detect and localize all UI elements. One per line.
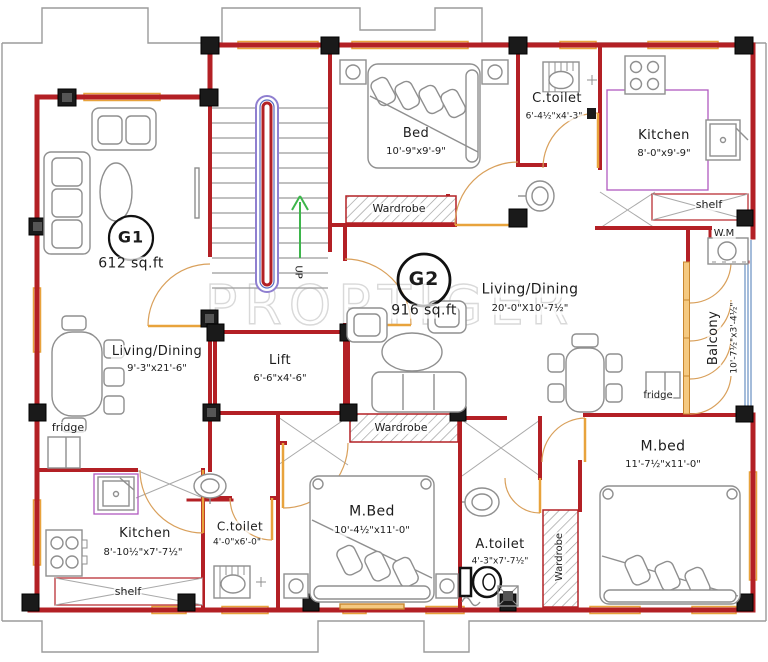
balcony-glazing — [744, 240, 752, 415]
mbed-mid-furniture — [283, 475, 459, 610]
room-dim-ctoilet-bottom: 4'-0"x6'-0" — [212, 537, 262, 548]
setback-outline — [1, 7, 767, 653]
room-dim-kitchen-bottom: 8'-10½"x7'-7½" — [102, 546, 184, 559]
room-label-ctoilet-bottom: C.toilet — [215, 519, 265, 534]
counter-outline — [93, 473, 139, 515]
unit-area-g1: 612 sq.ft — [97, 255, 165, 272]
room-dim-living-g2: 20'-0"X10'-7½" — [490, 302, 570, 315]
label-wardrobe-top: Wardrobe — [371, 202, 427, 216]
room-label-balcony: Balcony — [706, 309, 722, 367]
g2-living-furniture — [346, 300, 681, 413]
unit-area-g2: 916 sq.ft — [390, 302, 458, 319]
toilet-icon — [542, 61, 580, 93]
room-label-kitchen-bottom: Kitchen — [118, 526, 172, 542]
toilet-icon — [213, 565, 251, 599]
label-fridge-right: fridge — [642, 389, 674, 402]
dining-table-icon — [547, 333, 623, 413]
room-label-living-g2: Living/Dining — [480, 281, 580, 298]
label-shelf-bottom: shelf — [113, 585, 143, 599]
kitchen-bottom-fixtures — [45, 473, 139, 577]
sofa-three-seat-icon — [371, 371, 467, 413]
room-label-kitchen-top: Kitchen — [637, 128, 691, 144]
toilet-icon — [458, 565, 503, 599]
balcony-door-panels — [683, 261, 690, 415]
double-bed-icon — [599, 485, 741, 605]
squiggle — [461, 596, 481, 607]
washbasin-icon — [462, 487, 500, 517]
room-label-living-g1: Living/Dining — [110, 344, 204, 360]
sofa-three-seat-icon — [43, 151, 91, 255]
room-dim-balcony: 10'-7½"x3'-4½" — [729, 301, 740, 375]
kitchen-top-fixtures — [606, 55, 749, 191]
double-bed-icon — [309, 475, 435, 603]
washbasin-icon — [193, 473, 227, 504]
cross-box — [497, 585, 519, 607]
side-table-icon — [435, 573, 459, 599]
cross-markings — [135, 191, 656, 499]
door-hinge-block — [587, 108, 596, 119]
unit-label-g2: G2 — [408, 268, 440, 291]
side-table-icon — [339, 59, 367, 85]
g1-living-furniture — [43, 107, 200, 469]
tv-unit-icon — [194, 167, 200, 219]
label-washing-machine: W.M — [712, 227, 736, 240]
unit-label-g1: G1 — [117, 227, 145, 247]
room-label-atoilet: A.toilet — [474, 537, 526, 553]
room-label-lift: Lift — [268, 353, 292, 369]
cross-marker — [587, 75, 597, 85]
ctoilet-bottom-fixtures — [193, 473, 266, 599]
room-dim-mbed-mid: 10'-4½"x11'-0" — [333, 524, 411, 537]
doormat-icon — [339, 603, 405, 610]
room-dim-mbed-right: 11'-7½"x11'-0" — [624, 458, 702, 471]
sink-icon — [705, 119, 749, 161]
fridge-icon — [47, 436, 81, 469]
sofa-two-seat-icon — [91, 107, 157, 151]
doors — [139, 112, 732, 541]
armchair-icon — [346, 307, 388, 343]
label-wardrobe-mid: Wardrobe — [373, 421, 429, 435]
room-dim-bed-top: 10'-9"x9'-9" — [385, 145, 447, 158]
room-dim-kitchen-top: 8'-0"x9'-9" — [636, 147, 692, 160]
label-up: UP — [292, 265, 304, 279]
stove-icon — [45, 529, 88, 577]
room-label-ctoilet-top: C.toilet — [531, 91, 583, 107]
stove-icon — [624, 55, 666, 95]
washing-machine-icon — [707, 237, 749, 265]
coffee-table-icon — [99, 162, 133, 222]
label-fridge-left: fridge — [50, 421, 86, 435]
bed-top-furniture — [339, 59, 509, 169]
stair-railing — [255, 95, 279, 293]
room-dim-atoilet: 4'-3"x7'-7½" — [470, 556, 530, 567]
dining-table-icon — [51, 315, 125, 433]
room-dim-ctoilet-top: 6'-4½"x4'-3" — [524, 111, 584, 122]
double-bed-icon — [367, 63, 481, 169]
room-dim-living-g1: 9'-3"x21'-6" — [126, 362, 188, 375]
up-arrow-icon — [291, 195, 309, 258]
column-highlights — [33, 93, 216, 417]
room-label-mbed-mid: M.Bed — [348, 503, 396, 520]
room-dim-lift: 6'-6"x4'-6" — [252, 372, 308, 385]
stairs-icon — [212, 95, 328, 293]
room-label-mbed-right: M.bed — [639, 438, 687, 455]
side-table-icon — [481, 59, 509, 85]
sink-icon — [97, 476, 135, 511]
room-label-bed-top: Bed — [401, 126, 431, 142]
ctoilet-top-fixtures — [518, 61, 597, 212]
mbed-right-furniture — [599, 485, 741, 605]
coffee-table-icon — [381, 332, 443, 372]
cross-marker — [256, 577, 266, 587]
label-wardrobe-right: Wardrobe — [553, 531, 566, 583]
side-table-icon — [283, 573, 309, 599]
washbasin-icon — [518, 180, 555, 212]
label-shelf-top: shelf — [694, 198, 724, 212]
atoilet-fixtures — [458, 487, 519, 607]
